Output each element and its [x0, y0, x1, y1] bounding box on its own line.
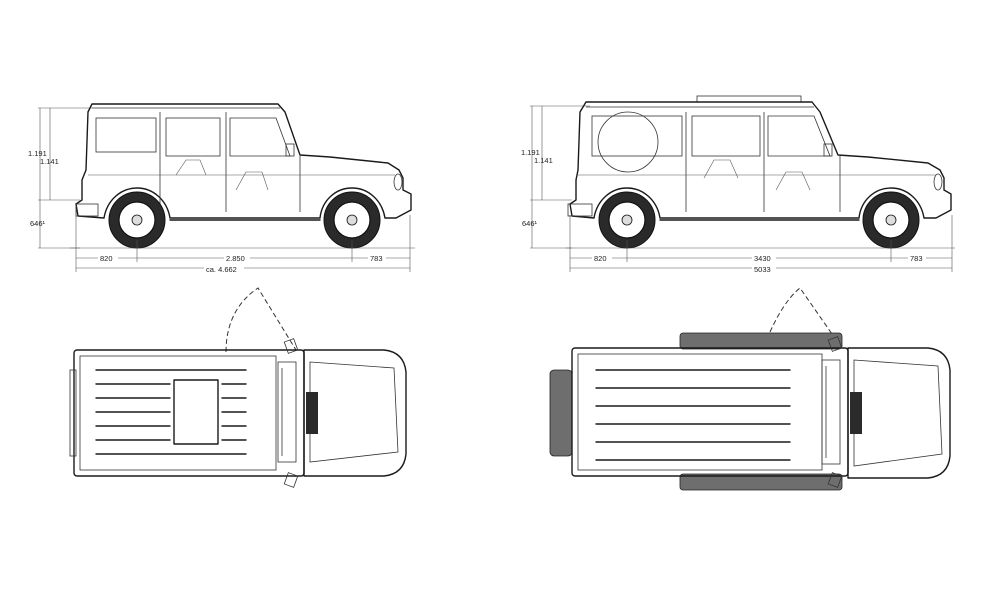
long-top-spare-wheel: [549, 369, 573, 457]
short-rear-overhang: 783: [370, 254, 383, 263]
short-height-1: 1.191: [28, 149, 47, 158]
long-top-step-left: [679, 332, 843, 350]
short-top-body: [73, 349, 305, 477]
short-top-hood: [303, 349, 407, 477]
short-length-dimensions: 820 2.850 783 ca. 4.662: [75, 215, 411, 274]
long-front-wheel: [862, 191, 920, 249]
long-height-1: 1.191: [521, 148, 540, 157]
short-rear-wheel: [108, 191, 166, 249]
short-sunroof: [173, 379, 219, 445]
short-door-swing: [225, 287, 297, 353]
long-rear-overhang: 783: [910, 254, 923, 263]
short-wheelbase: 2.850: [226, 254, 245, 263]
long-length-dimensions: 820 3430 783 5033: [569, 215, 953, 274]
long-top-view: [549, 287, 951, 491]
long-door-swing: [769, 287, 833, 335]
long-rear-wheel: [598, 191, 656, 249]
short-height-2: 1.141: [40, 157, 59, 166]
long-top-step-right: [679, 473, 843, 491]
short-total-length: ca. 4.662: [206, 265, 237, 274]
long-height-2: 1.141: [534, 156, 553, 165]
long-side-view: 1.191 1.141 646¹: [521, 95, 955, 274]
long-rear-window: [591, 115, 683, 157]
short-mirror: [285, 143, 295, 157]
long-body-outline: [569, 101, 952, 219]
long-roof-rack: [696, 95, 802, 103]
long-roof-ribs: [595, 369, 791, 461]
short-height-dimensions: 1.191 1.141 646¹: [28, 107, 92, 249]
long-height-3: 646¹: [522, 219, 538, 228]
long-front-overhang: 820: [594, 254, 607, 263]
short-front-overhang: 820: [100, 254, 113, 263]
long-wheelbase: 3430: [754, 254, 771, 263]
short-height-3: 646¹: [30, 219, 46, 228]
long-top-body: [571, 347, 849, 477]
short-front-door-window: [229, 117, 291, 157]
short-roof-ribs: [95, 369, 247, 455]
long-rear-door-window: [691, 115, 761, 157]
long-top-hood: [847, 347, 951, 479]
short-top-view: [69, 287, 407, 488]
long-spare-wheel: [597, 111, 659, 173]
long-mirror: [823, 143, 833, 157]
short-rear-window: [95, 117, 157, 153]
short-rear-door-window: [165, 117, 221, 157]
short-body-outline: [75, 103, 412, 219]
long-height-dimensions: 1.191 1.141 646¹: [521, 105, 590, 249]
long-front-door-window: [767, 115, 831, 157]
short-front-wheel: [323, 191, 381, 249]
long-total-length: 5033: [754, 265, 771, 274]
short-side-view: 1.191 1.141 646¹: [28, 103, 415, 274]
